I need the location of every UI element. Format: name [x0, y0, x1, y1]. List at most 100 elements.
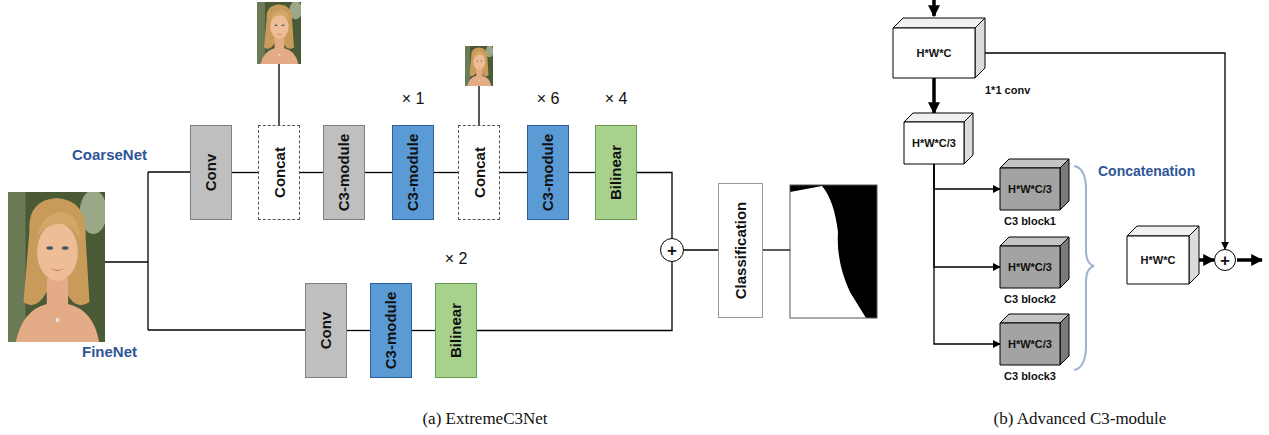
- cube-face: [1000, 159, 1069, 168]
- repeat-count: × 4: [605, 90, 628, 108]
- block-cube: H*W*C/3C3 block3: [1000, 323, 1060, 365]
- node-text: Concat: [271, 147, 288, 198]
- repeat-count: × 1: [402, 90, 425, 108]
- cube-face: [893, 28, 975, 78]
- connector: [412, 330, 435, 331]
- module-box: C3-module: [323, 125, 365, 220]
- node-text: H*W*C/3: [912, 137, 956, 149]
- tensor-cube: H*W*C: [893, 28, 975, 78]
- cube-face: [904, 113, 973, 122]
- node-text: Bilinear: [448, 303, 465, 358]
- bracket-label: Concatenation: [1098, 163, 1195, 179]
- tensor-cube: H*W*C: [1127, 236, 1189, 284]
- node-text: +: [667, 242, 677, 259]
- connector: [932, 78, 936, 113]
- cube-face: [1000, 168, 1060, 210]
- module-box: C3-module: [370, 283, 412, 378]
- node-text: Concat: [471, 147, 488, 198]
- block-cube: H*W*C/3C3 block1: [1000, 168, 1060, 210]
- node-text: C3-module: [540, 134, 557, 212]
- node-text: C3-module: [383, 292, 400, 370]
- thick-arrow: [932, 0, 936, 16]
- node-text: Bilinear: [608, 145, 625, 200]
- module-box: C3-module: [527, 125, 569, 220]
- repeat-count: × 2: [445, 250, 468, 268]
- cube-face: [1127, 236, 1189, 284]
- cube-face: [904, 122, 964, 164]
- cube-face: [1000, 246, 1060, 288]
- concat-box: Concat: [458, 125, 500, 220]
- operation-label: 1*1 conv: [985, 84, 1030, 96]
- cube-face: [1000, 237, 1069, 246]
- connector: [1199, 258, 1214, 262]
- mask-output: [790, 185, 877, 318]
- concat-box: Concat: [258, 125, 300, 220]
- wire: [105, 261, 148, 262]
- connector: [232, 172, 258, 173]
- node-text: H*W*C: [1141, 254, 1176, 266]
- connector: [637, 173, 672, 239]
- node-text: Conv: [318, 312, 335, 350]
- node-text: H*W*C/3: [1008, 183, 1052, 195]
- connector: [684, 249, 718, 250]
- wire: [147, 172, 148, 330]
- node-heading: C3 block2: [1004, 293, 1056, 305]
- connector: [300, 172, 323, 173]
- connector: [985, 53, 1225, 249]
- wire: [278, 64, 279, 125]
- connector: [934, 164, 1000, 267]
- conv-box: Conv: [190, 125, 232, 220]
- sum-node: +: [660, 238, 684, 262]
- downsampled-photo: [465, 45, 494, 86]
- figure-caption: (b) Advanced C3-module: [994, 409, 1167, 429]
- cube-face: [975, 18, 985, 78]
- wire: [763, 249, 790, 250]
- node-text: H*W*C: [917, 47, 952, 59]
- node-text: H*W*C/3: [1008, 261, 1052, 273]
- conv-box: Conv: [305, 283, 347, 378]
- module-box: C3-module: [392, 125, 434, 220]
- cube-face: [893, 18, 985, 28]
- classification-box: Classification: [718, 183, 763, 318]
- branch-name: CoarseNet: [72, 146, 147, 163]
- node-text: C3-module: [336, 134, 353, 212]
- input-photo: [8, 190, 107, 342]
- bilinear-box: Bilinear: [435, 283, 477, 378]
- cube-face: [1060, 314, 1069, 365]
- wire: [148, 329, 305, 330]
- mask-output: [790, 185, 877, 318]
- concat-bracket: [1074, 166, 1094, 370]
- node-text: Conv: [203, 154, 220, 192]
- node-text: C3-module: [405, 134, 422, 212]
- node-text: H*W*C/3: [1008, 338, 1052, 350]
- tensor-cube: H*W*C/3: [904, 122, 964, 164]
- block-cube: H*W*C/3C3 block2: [1000, 246, 1060, 288]
- sum-node: +: [1214, 249, 1236, 271]
- connector: [434, 172, 458, 173]
- repeat-count: × 6: [537, 90, 560, 108]
- connector: [365, 172, 392, 173]
- cube-face: [1000, 323, 1060, 365]
- node-text: Classification: [732, 202, 749, 300]
- branch-name: FineNet: [82, 343, 137, 360]
- wire: [478, 86, 479, 125]
- cube-face: [1000, 314, 1069, 323]
- node-heading: C3 block3: [1004, 370, 1056, 382]
- mask-output: [790, 186, 866, 318]
- wire: [148, 171, 190, 172]
- figure-caption: (a) ExtremeC3Net: [422, 409, 547, 429]
- node-text: +: [1220, 252, 1230, 269]
- cube-face: [1127, 226, 1199, 236]
- thick-arrow: [934, 0, 1262, 260]
- connector: [477, 262, 672, 331]
- mask-output: [790, 185, 877, 318]
- cube-face: [964, 113, 973, 164]
- connector: [934, 164, 1000, 344]
- cube-face: [1060, 237, 1069, 288]
- connector: [500, 172, 527, 173]
- node-heading: C3 block1: [1004, 215, 1056, 227]
- cube-face: [1189, 226, 1199, 284]
- cube-face: [1060, 159, 1069, 210]
- connector: [569, 172, 595, 173]
- downsampled-photo: [257, 1, 302, 64]
